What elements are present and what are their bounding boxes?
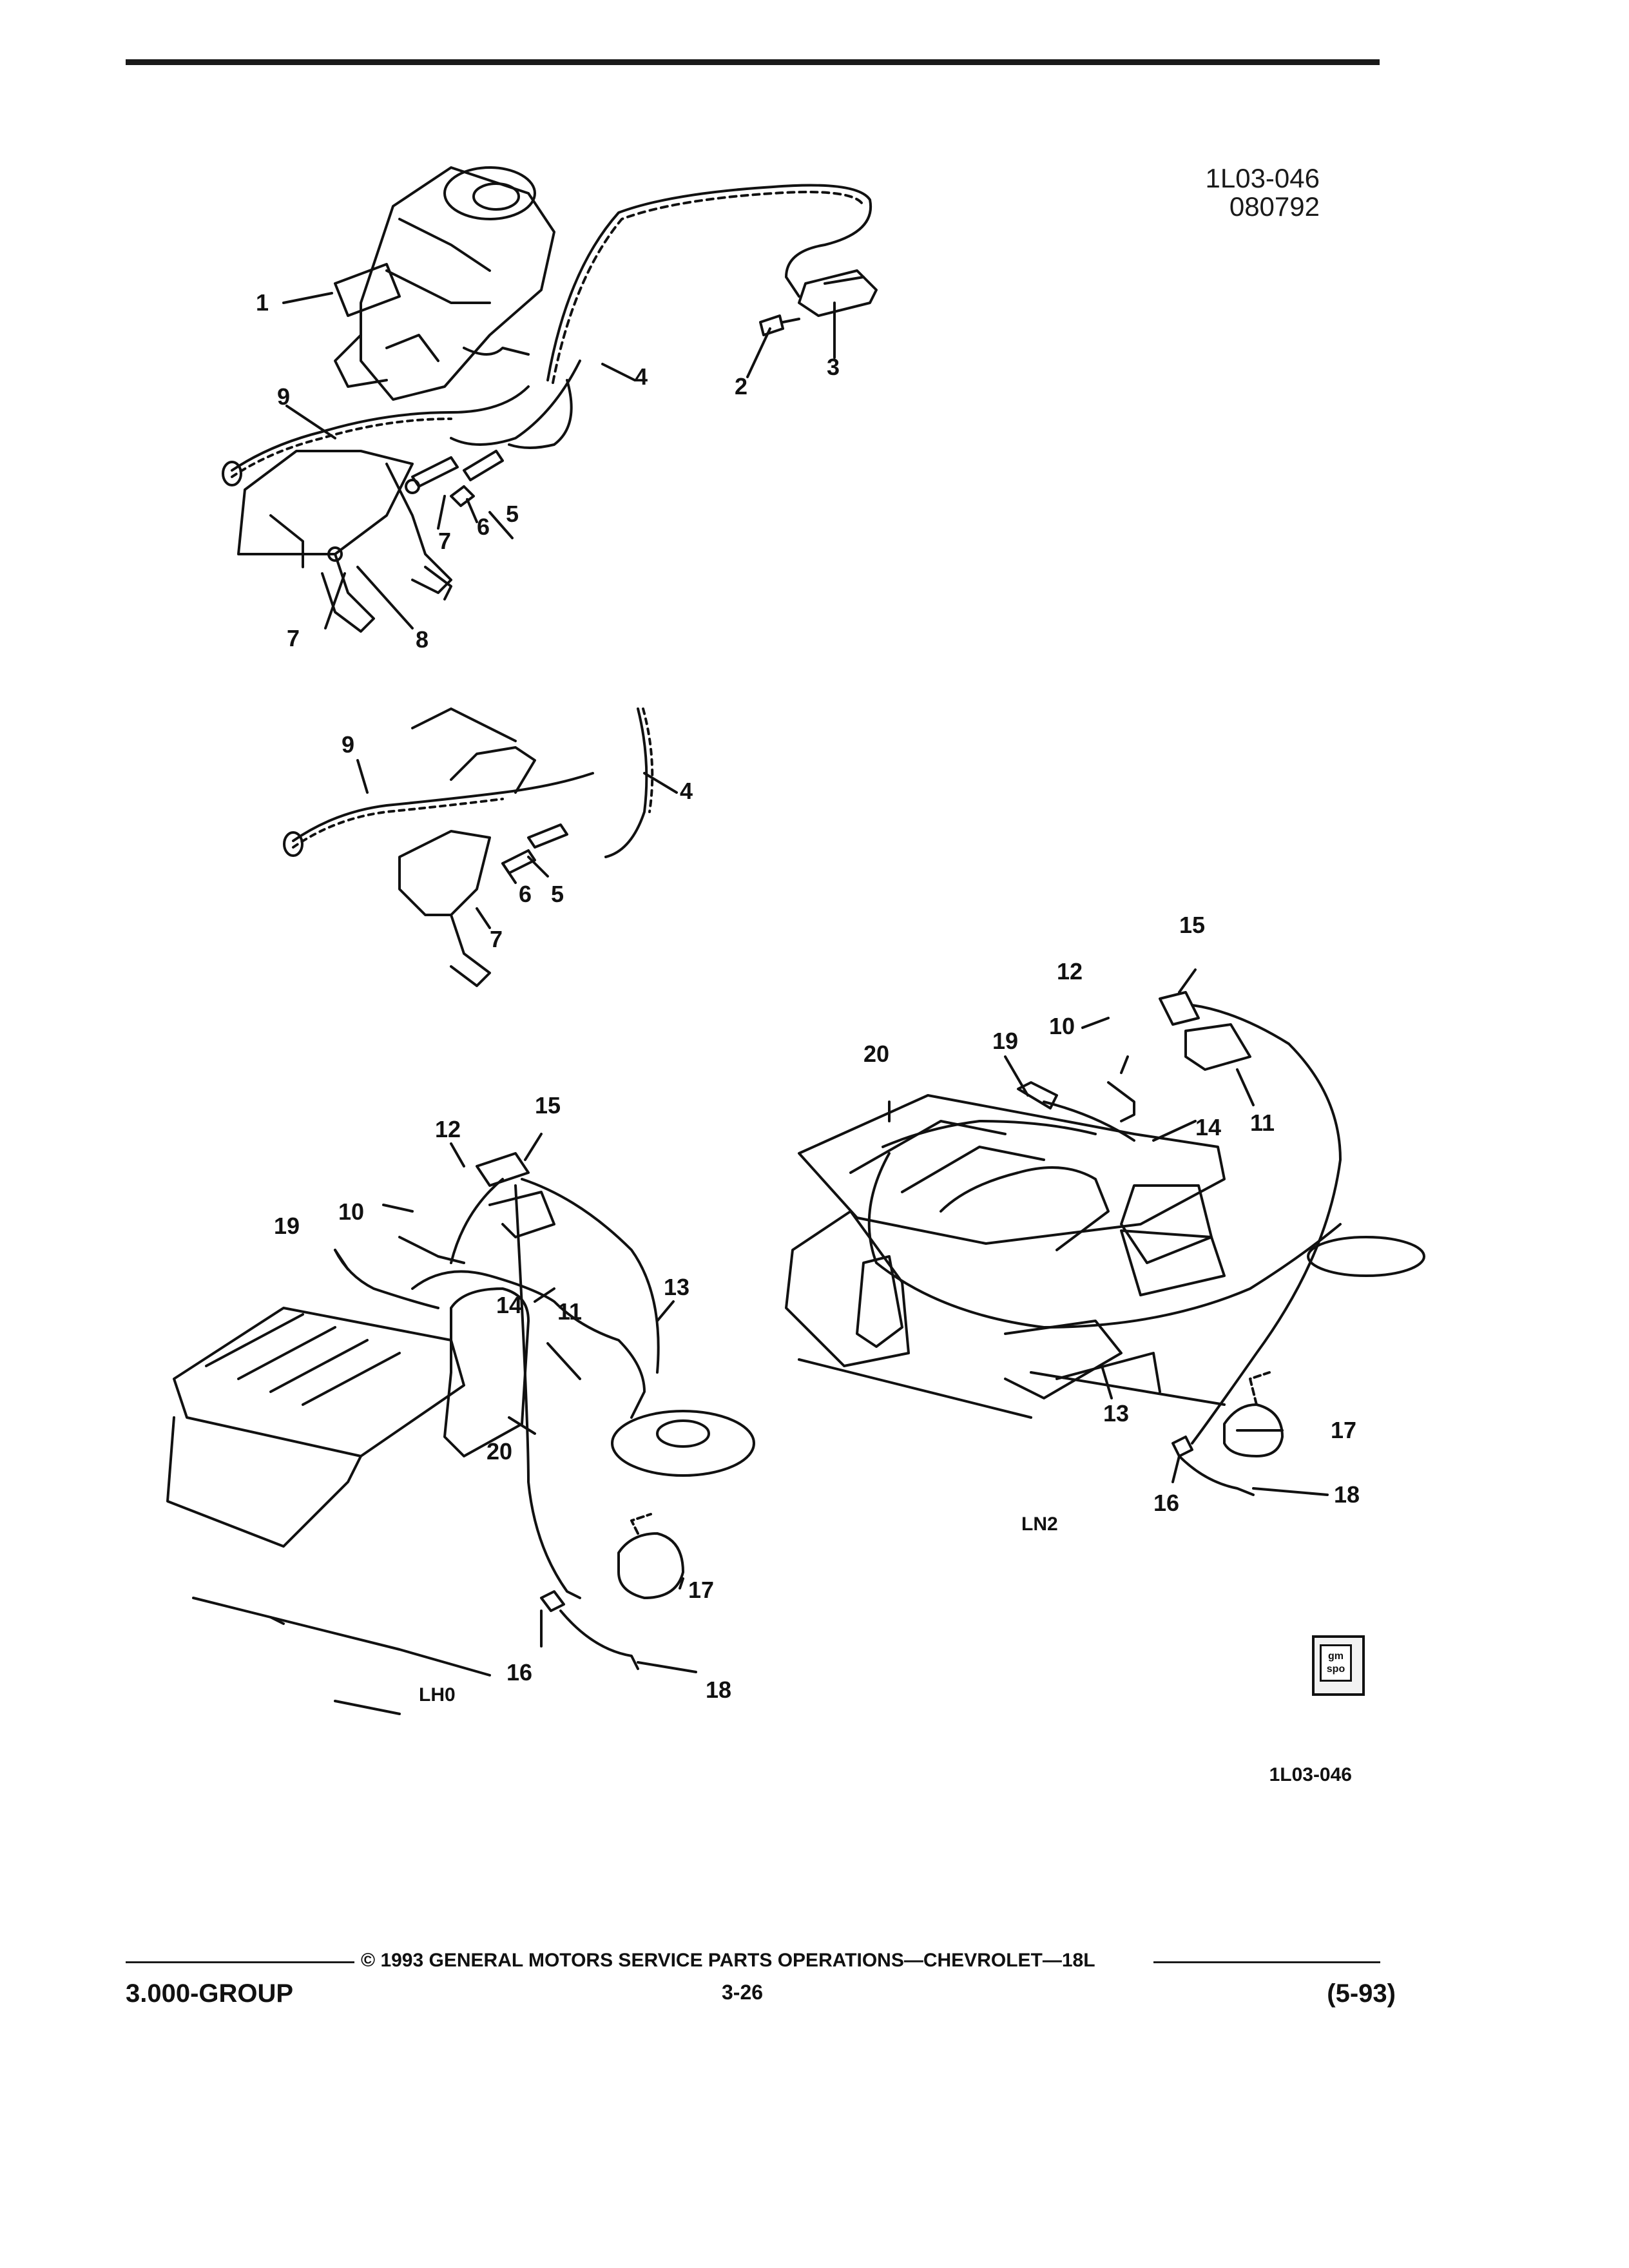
ref-code-line-2: 080792 (1229, 191, 1320, 222)
callout-11-lh0: 11 (557, 1298, 582, 1325)
callout-12-ln2: 12 (1057, 958, 1083, 985)
footer-group-number: 3.000-GROUP (126, 1979, 294, 2008)
bolt-part-2 (759, 314, 800, 336)
callout-18-lh0: 18 (706, 1677, 731, 1703)
callout-2: 2 (735, 373, 747, 399)
callout-16-lh0: 16 (506, 1659, 532, 1686)
callout-13-ln2: 13 (1103, 1400, 1129, 1427)
footer-revision-date: (5-93) (1327, 1979, 1396, 2008)
gm-spo-logo-line-2: spo (1326, 1664, 1345, 1675)
ln2-engine-view (785, 991, 1425, 1496)
callout-18-ln2: 18 (1334, 1481, 1360, 1508)
callout-10-ln2: 10 (1049, 1013, 1075, 1039)
footer-rule-right (1153, 1961, 1380, 1963)
callout-16-ln2: 16 (1153, 1490, 1179, 1516)
callout-5-lower: 5 (551, 881, 564, 907)
ref-code-line-1: 1L03-046 (1205, 163, 1320, 193)
gm-spo-logo: gm spo (1312, 1635, 1365, 1696)
callout-5-upper: 5 (506, 501, 519, 527)
callout-10-lh0: 10 (338, 1198, 364, 1225)
switches-5-6-7 (327, 450, 504, 562)
bracket-part-3 (798, 269, 878, 317)
figure-code: 1L03-046 (1269, 1764, 1352, 1785)
gm-spo-logo-inner: gm spo (1320, 1644, 1352, 1682)
callout-7-upper-left: 7 (287, 625, 300, 651)
callout-14-ln2: 14 (1195, 1114, 1221, 1140)
harness-9-lower (283, 707, 654, 858)
callout-9-upper: 9 (277, 383, 290, 410)
harness-9-upper (222, 385, 530, 486)
callout-19-lh0: 19 (274, 1213, 300, 1239)
callout-13-lh0: 13 (664, 1274, 689, 1300)
leader-lines (282, 292, 1329, 1673)
callout-numbers: 1 2 3 4 5 6 7 7 8 9 9 4 5 6 7 12 15 10 1… (256, 289, 1360, 1706)
callout-8: 8 (416, 626, 429, 653)
pedal-bracket-lower (398, 823, 568, 987)
wiring-harness-upper (450, 184, 872, 449)
footer-page-number: 3-26 (722, 1981, 764, 2004)
callout-20-ln2: 20 (863, 1041, 889, 1067)
callout-4-lower: 4 (680, 778, 693, 804)
callout-15-ln2: 15 (1179, 912, 1205, 938)
callout-15-lh0: 15 (535, 1092, 561, 1119)
callout-7-upper-right: 7 (438, 528, 451, 554)
header-rule (126, 59, 1380, 65)
callout-3: 3 (827, 354, 840, 380)
callout-19-ln2: 19 (992, 1028, 1018, 1054)
callout-12-lh0: 12 (435, 1116, 461, 1142)
callout-9-lower: 9 (342, 731, 354, 758)
callout-14-lh0: 14 (496, 1292, 522, 1318)
steering-column-assembly (334, 166, 555, 401)
callout-17-lh0: 17 (688, 1577, 714, 1603)
pedal-bracket-upper (237, 450, 452, 633)
lh0-engine-view (166, 1152, 755, 1715)
callout-6-upper: 6 (477, 514, 490, 540)
callout-6-lower: 6 (519, 881, 532, 907)
callout-7-lower: 7 (490, 926, 503, 952)
callout-17-ln2: 17 (1331, 1417, 1356, 1443)
variant-label-ln2: LN2 (1021, 1514, 1058, 1535)
callout-11-ln2: 11 (1250, 1110, 1275, 1136)
gm-spo-logo-line-1: gm (1328, 1651, 1344, 1662)
drawing-reference-code: 1L03-046 080792 (1206, 164, 1320, 221)
footer-copyright: © 1993 GENERAL MOTORS SERVICE PARTS OPER… (361, 1950, 1095, 1971)
callout-4-upper: 4 (635, 363, 648, 390)
footer-rule-left (126, 1961, 354, 1963)
variant-label-lh0: LH0 (419, 1684, 456, 1706)
callout-20-lh0: 20 (487, 1438, 512, 1465)
callout-1: 1 (256, 289, 269, 316)
